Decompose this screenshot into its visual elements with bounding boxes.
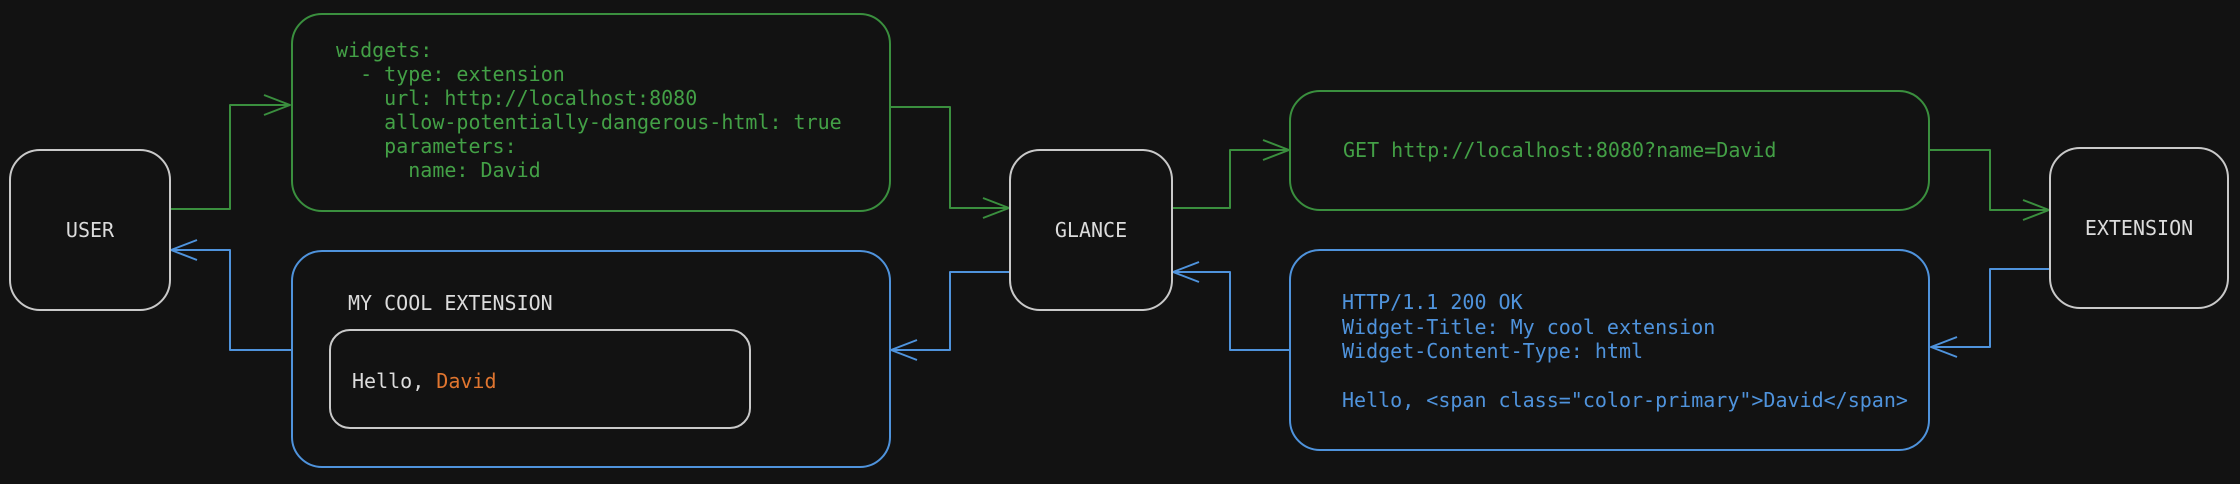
widget-box: MY COOL EXTENSION Hello, David [291, 250, 891, 468]
extension-box [2049, 147, 2229, 309]
arrow-request-to-extension [1929, 149, 2050, 221]
response-line: HTTP/1.1 200 OK [1342, 290, 1523, 314]
request-box-border [1289, 90, 1930, 211]
arrow-user-to-config [170, 94, 291, 210]
response-line: Hello, <span class="color-primary">David… [1342, 388, 1908, 412]
config-line: url: http://localhost:8080 [336, 86, 697, 110]
config-line: allow-potentially-dangerous-html: true [336, 110, 842, 134]
arrow-response-to-glance [1172, 261, 1290, 351]
config-box: widgets: - type: extension url: http://l… [291, 13, 891, 212]
config-line: parameters: [336, 134, 517, 158]
glance-label: GLANCE [1055, 218, 1127, 242]
arrow-glance-to-request [1172, 139, 1290, 209]
config-line: widgets: [336, 38, 432, 62]
response-box-border [1289, 249, 1930, 451]
widget-inner-box [329, 329, 751, 429]
config-box-border [291, 13, 891, 212]
config-line: name: David [336, 158, 541, 182]
node-glance: GLANCE [1009, 149, 1173, 311]
extension-label: EXTENSION [2085, 216, 2193, 240]
response-line: Widget-Title: My cool extension [1342, 315, 1715, 339]
connector-line [890, 106, 1007, 209]
widget-greeting: Hello, David [352, 369, 497, 393]
user-label: USER [66, 218, 115, 242]
connector-line [1933, 268, 2050, 348]
request-box: GET http://localhost:8080?name=David [1289, 90, 1930, 211]
arrow-extension-to-response [1930, 268, 2050, 358]
arrowhead-left-icon [1930, 336, 1958, 358]
arrow-config-to-glance [890, 106, 1010, 219]
arrow-widget-to-user [170, 239, 292, 351]
connector-line [1175, 271, 1290, 351]
response-line: Widget-Content-Type: html [1342, 339, 1643, 363]
connector-line [1172, 149, 1287, 209]
config-line: - type: extension [336, 62, 565, 86]
node-extension: EXTENSION [2049, 147, 2229, 309]
arrow-glance-to-widget [890, 271, 1010, 361]
connector-line [170, 104, 288, 210]
greeting-name: David [436, 369, 496, 393]
arrowhead-right-icon [263, 94, 291, 116]
widget-box-border [291, 250, 891, 468]
widget-title: MY COOL EXTENSION [348, 291, 553, 315]
user-box [9, 149, 171, 311]
response-box: HTTP/1.1 200 OK Widget-Title: My cool ex… [1289, 249, 1930, 451]
connector-line [173, 249, 292, 351]
greeting-prefix: Hello, [352, 369, 436, 393]
connector-line [893, 271, 1010, 351]
connector-line [1929, 149, 2047, 211]
request-line: GET http://localhost:8080?name=David [1343, 138, 1776, 162]
glance-box [1009, 149, 1173, 311]
node-user: USER [9, 149, 171, 311]
